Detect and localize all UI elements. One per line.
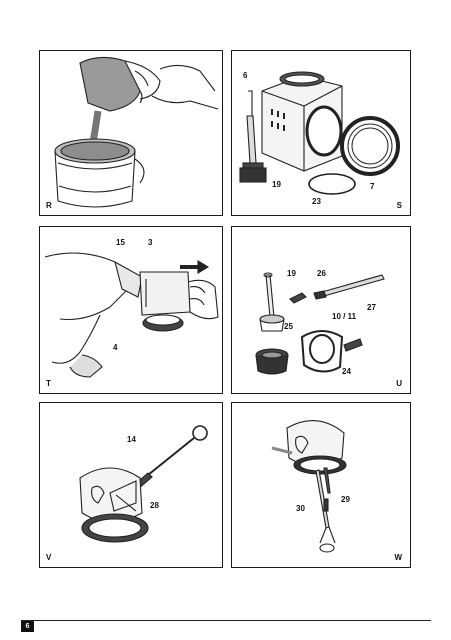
callout-label: 30 — [296, 504, 305, 513]
figure-panel-r: R — [39, 50, 223, 216]
container-parts-illustration — [239, 71, 400, 195]
figure-panel-v: 14 28 V — [39, 402, 223, 568]
callout-label: 6 — [243, 71, 248, 80]
callout-label: 26 — [317, 269, 326, 278]
panel-letter: S — [396, 201, 402, 210]
figure-panel-u: 19 26 27 25 10 / 11 24 U — [231, 226, 411, 394]
page-number: 6 — [21, 621, 34, 632]
callout-label: 15 — [116, 238, 125, 247]
callout-label: 19 — [272, 180, 281, 189]
cleaning-nozzle-illustration — [271, 420, 347, 553]
callout-label: 3 — [148, 238, 153, 247]
exploded-parts-illustration — [255, 272, 385, 375]
cleaning-tool-illustration — [79, 425, 208, 543]
figure-panel-s: 6 19 23 7 S — [231, 50, 411, 216]
panel-letter: V — [46, 553, 52, 562]
callout-label: 27 — [367, 303, 376, 312]
panel-letter: U — [396, 379, 402, 388]
callout-label: 23 — [312, 197, 321, 206]
callout-label: 14 — [127, 435, 136, 444]
panel-letter: R — [46, 201, 52, 210]
footer-rule — [21, 620, 431, 621]
pouring-paint-illustration — [54, 56, 219, 208]
callout-label: 19 — [287, 269, 296, 278]
callout-label: 24 — [342, 367, 351, 376]
callout-label: 10 / 11 — [332, 312, 357, 321]
callout-label: 25 — [284, 322, 293, 331]
callout-label: 7 — [370, 182, 375, 191]
panel-letter: W — [394, 553, 402, 562]
figure-panel-t: 15 3 4 T — [39, 226, 223, 394]
attaching-container-illustration — [44, 252, 219, 378]
panel-letter: T — [46, 379, 51, 388]
figure-panel-w: 29 30 W — [231, 402, 411, 568]
callout-label: 29 — [341, 495, 350, 504]
callout-label: 4 — [113, 343, 118, 352]
callout-label: 28 — [150, 501, 159, 510]
